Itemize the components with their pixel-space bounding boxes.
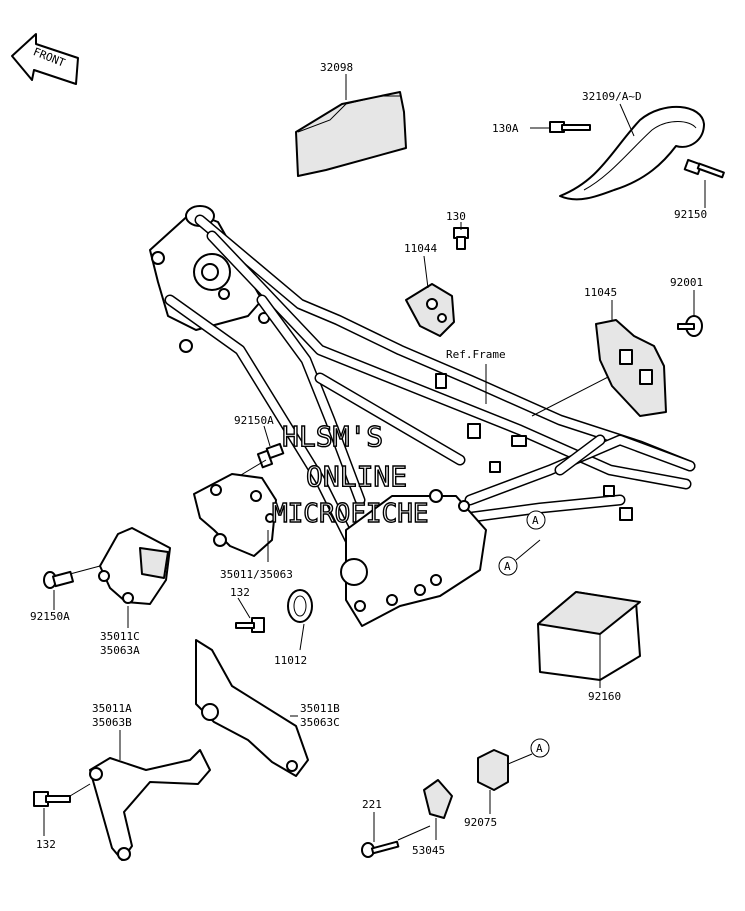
bolt-92150A-top	[235, 425, 285, 479]
svg-text:A: A	[532, 514, 539, 527]
reference-marker-a2: A	[498, 539, 541, 576]
callout-35011A: 35011A	[92, 702, 132, 715]
clip-53045	[423, 779, 453, 840]
callout-11044: 11044	[404, 242, 437, 255]
bolt-130A	[530, 121, 591, 133]
bracket-11044	[405, 255, 455, 337]
callout-35063B: 35063B	[92, 716, 132, 729]
callout-92150-top: 92150	[674, 208, 707, 221]
bolt-132-mid	[235, 597, 265, 633]
callout-132-mid: 132	[230, 586, 250, 599]
watermark: HLSM'S ONLINE MICROFICHE	[271, 419, 429, 529]
main-frame	[149, 205, 696, 627]
front-arrow-icon: FRONT	[11, 33, 79, 85]
watermark-line-3: MICROFICHE	[272, 499, 429, 529]
callout-11012: 11012	[274, 654, 307, 667]
callout-35011C: 35011C	[100, 630, 140, 643]
footrest-bracket-35011C	[98, 527, 171, 628]
band-92075	[477, 749, 533, 814]
bolt-130	[453, 222, 469, 250]
svg-text:A: A	[536, 742, 543, 755]
screw-221	[361, 812, 431, 858]
watermark-line-2: ONLINE	[306, 460, 407, 493]
callout-92075: 92075	[464, 816, 497, 829]
reference-marker-a3: A	[530, 738, 550, 758]
callout-92160: 92160	[588, 690, 621, 703]
callout-11045: 11045	[584, 286, 617, 299]
bolt-92001	[677, 290, 703, 337]
callout-132-bottom: 132	[36, 838, 56, 851]
callout-35063A: 35063A	[100, 644, 140, 657]
callout-221: 221	[362, 798, 382, 811]
battery-tray-92160	[537, 591, 641, 688]
bolt-92150-top	[683, 158, 725, 208]
cover-part-32098	[295, 74, 407, 177]
bracket-11045	[595, 300, 667, 417]
svg-text:A: A	[504, 560, 511, 573]
bolt-92150A-left	[43, 565, 101, 610]
footrest-bracket-35011A	[89, 730, 211, 861]
callout-35011-35063: 35011/35063	[220, 568, 293, 581]
callout-92150A-top: 92150A	[234, 414, 274, 427]
callout-130A: 130A	[492, 122, 519, 135]
callout-92150A-left: 92150A	[30, 610, 70, 623]
callout-92001: 92001	[670, 276, 703, 289]
callout-35063C: 35063C	[300, 716, 340, 729]
footrest-bracket-35011B	[195, 639, 309, 777]
reference-marker-a1: A	[526, 510, 546, 530]
side-cover-part-32109	[559, 103, 705, 201]
bolt-132-bottom	[33, 783, 91, 836]
cap-11012	[287, 589, 313, 651]
watermark-line-1: HLSM'S	[282, 420, 383, 453]
reference-label: Ref.Frame	[446, 348, 506, 361]
callout-32098: 32098	[320, 61, 353, 74]
callout-35011B: 35011B	[300, 702, 340, 715]
callout-130: 130	[446, 210, 466, 223]
footrest-bracket-35011-35063	[193, 473, 277, 562]
callout-32109: 32109/A~D	[582, 90, 642, 103]
callout-53045: 53045	[412, 844, 445, 857]
